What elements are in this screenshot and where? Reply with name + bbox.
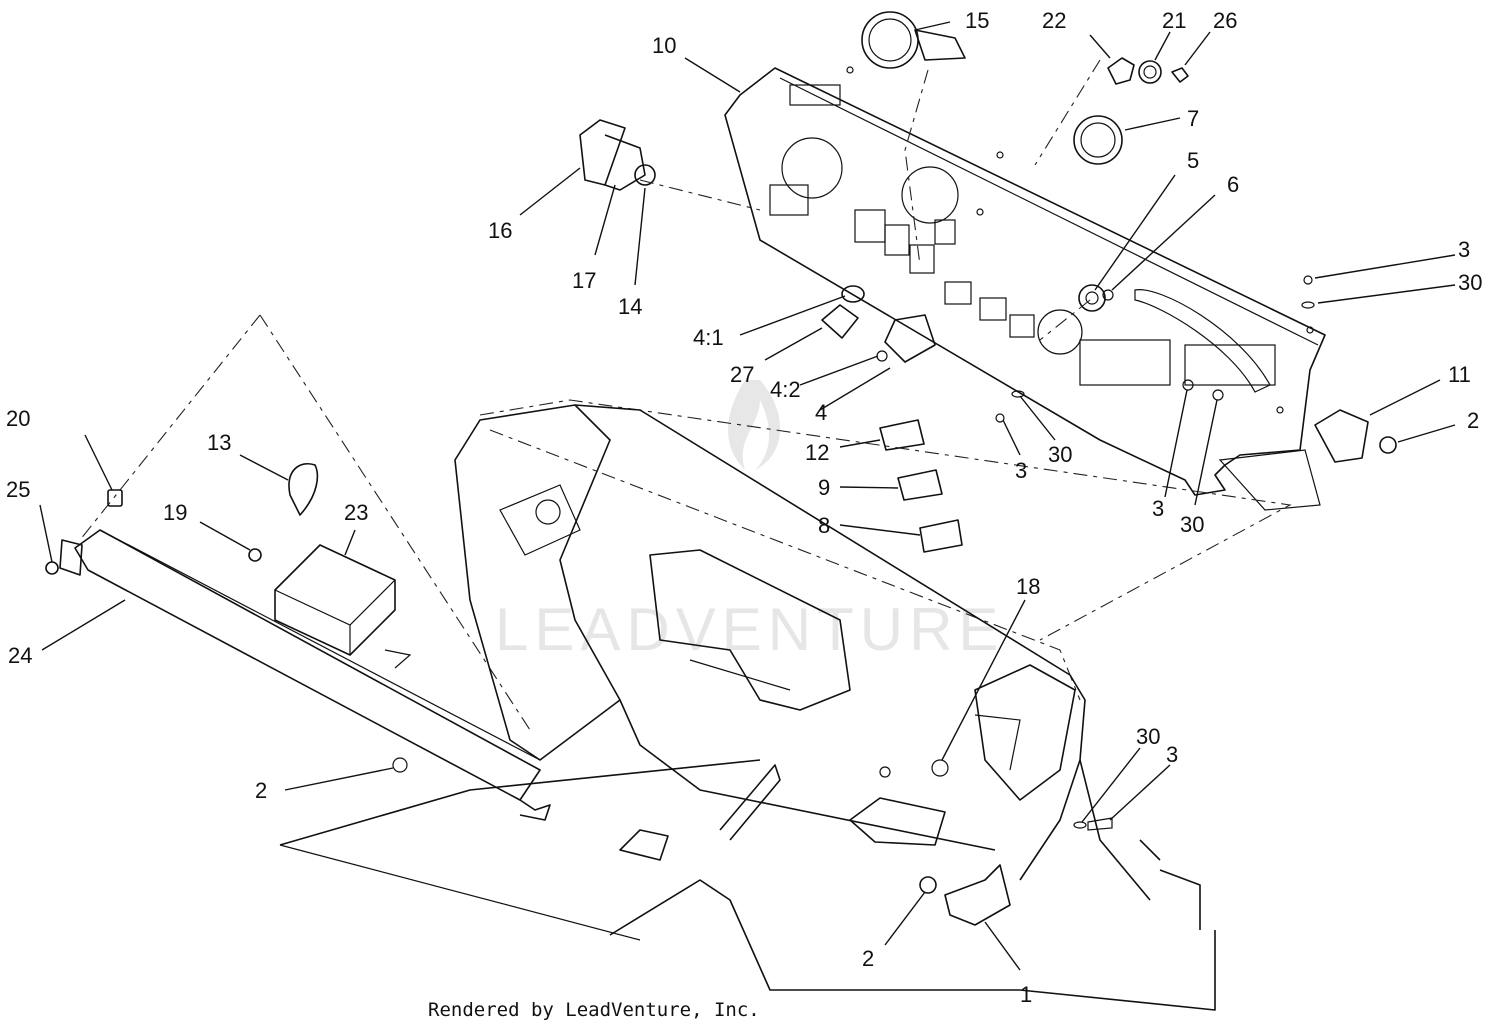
callout-19: 19 xyxy=(163,500,187,525)
callout-26: 26 xyxy=(1213,8,1237,33)
callout-3-a: 3 xyxy=(1458,237,1470,262)
callout-30-d: 30 xyxy=(1136,724,1160,749)
callout-12: 12 xyxy=(805,440,829,465)
callout-11: 11 xyxy=(1448,362,1471,387)
callout-20: 20 xyxy=(6,406,30,431)
callout-25: 25 xyxy=(6,477,30,502)
flame-logo-icon xyxy=(728,380,781,470)
callout-14: 14 xyxy=(618,294,642,319)
callout-18: 18 xyxy=(1016,574,1040,599)
callout-13: 13 xyxy=(207,430,231,455)
callout-23: 23 xyxy=(344,500,368,525)
watermark-text: LEADVENTURE xyxy=(495,596,1004,663)
dash-panel xyxy=(724,66,1326,511)
callout-8: 8 xyxy=(818,513,830,538)
callout-3-b: 3 xyxy=(1015,458,1027,483)
callout-4: 4 xyxy=(815,400,827,425)
callout-4-1: 4:1 xyxy=(693,325,724,350)
callout-10: 10 xyxy=(652,33,676,58)
callout-15: 15 xyxy=(965,8,989,33)
callout-17: 17 xyxy=(572,268,596,293)
callout-5: 5 xyxy=(1187,148,1199,173)
callout-27: 27 xyxy=(730,362,754,387)
callout-30-c: 30 xyxy=(1180,512,1204,537)
callout-1: 1 xyxy=(1020,982,1032,1007)
left-bracket-assembly xyxy=(45,463,551,821)
callout-labels: 1 2 2 2 3 3 3 3 4 4:1 4:2 5 6 7 8 9 10 1… xyxy=(6,8,1482,1007)
callout-7: 7 xyxy=(1187,106,1199,131)
callout-22: 22 xyxy=(1042,8,1066,33)
callout-3-d: 3 xyxy=(1166,742,1178,767)
callout-21: 21 xyxy=(1162,8,1186,33)
callout-30-b: 30 xyxy=(1048,442,1072,467)
callout-16: 16 xyxy=(488,218,512,243)
console-frame xyxy=(79,59,1292,1011)
callout-9: 9 xyxy=(818,475,830,500)
render-credit: Rendered by LeadVenture, Inc. xyxy=(428,999,760,1021)
callout-2-c: 2 xyxy=(1467,408,1479,433)
callout-4-2: 4:2 xyxy=(770,377,801,402)
callout-3-c: 3 xyxy=(1152,496,1164,521)
leader-lines xyxy=(39,21,1456,971)
callout-30-a: 30 xyxy=(1458,270,1482,295)
callout-24: 24 xyxy=(8,643,32,668)
watermark: LEADVENTURE xyxy=(495,380,1004,663)
callout-2-a: 2 xyxy=(862,946,874,971)
callout-2-b: 2 xyxy=(255,778,267,803)
callout-6: 6 xyxy=(1227,172,1239,197)
panel-components xyxy=(579,11,1397,553)
